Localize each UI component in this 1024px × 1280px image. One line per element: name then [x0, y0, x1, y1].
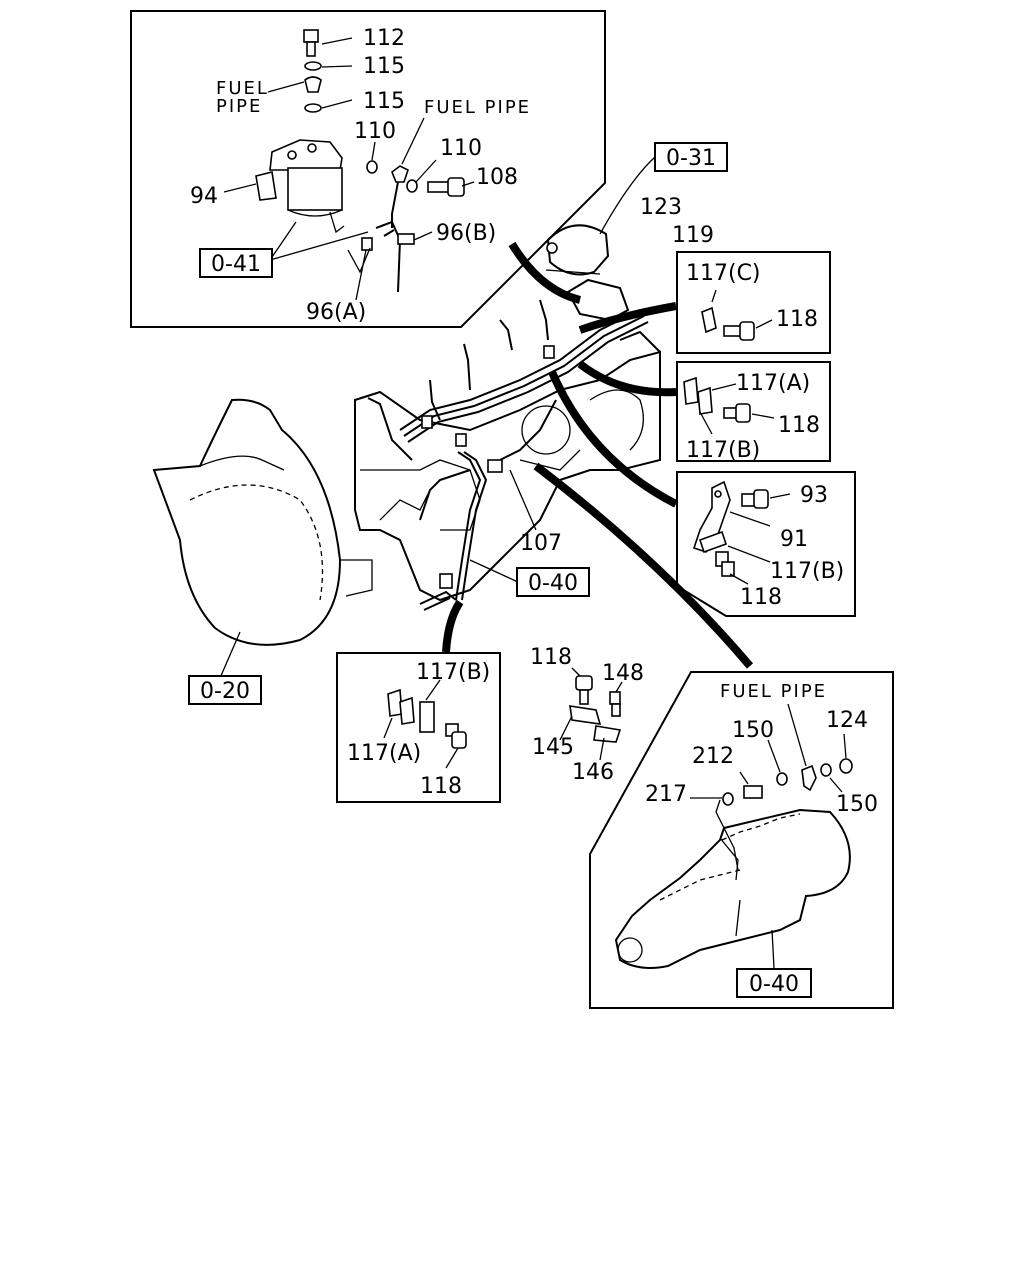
svg-text:0-40: 0-40	[749, 972, 799, 997]
ref-box-0-31: 0-31	[599, 142, 728, 235]
callout-107: 107	[520, 531, 562, 556]
callout-112: 112	[363, 26, 405, 51]
callout-212: 212	[692, 744, 734, 769]
callout-96a: 96(A)	[306, 300, 366, 325]
callout-217: 217	[645, 782, 687, 807]
callout-91: 91	[780, 527, 808, 552]
callout-117b-mid: 117(B)	[770, 559, 844, 584]
note-fuel-pipe-pump: FUEL PIPE	[720, 681, 827, 702]
ref-box-0-41: 0-41	[199, 248, 273, 278]
notes: FUEL PIPE FUEL PIPE FUEL PIPE	[216, 78, 827, 702]
callout-118-c-box: 118	[776, 307, 818, 332]
svg-text:0-41: 0-41	[211, 252, 261, 277]
callout-117b-right: 117(B)	[686, 438, 760, 463]
callout-93: 93	[800, 483, 828, 508]
injection-pump-detail-panel: 0-40	[589, 671, 894, 1009]
callout-117a-left: 117(A)	[347, 741, 421, 766]
callout-146: 146	[572, 760, 614, 785]
callout-110-left: 110	[354, 119, 396, 144]
callout-117c: 117(C)	[686, 261, 761, 286]
callout-115-upper: 115	[363, 54, 405, 79]
clip-117ab-detail-box-left	[336, 652, 501, 803]
callout-118-mid: 118	[740, 585, 782, 610]
note-fuel-pipe-line1: FUEL	[216, 78, 269, 99]
svg-text:0-20: 0-20	[200, 679, 250, 704]
ref-box-0-20: 0-20	[188, 675, 262, 705]
note-fuel-pipe-top: FUEL PIPE	[424, 97, 531, 118]
callout-108: 108	[476, 165, 518, 190]
callout-115-lower: 115	[363, 89, 405, 114]
leader-bands	[442, 241, 754, 669]
ref-box-0-40-main: 0-40	[516, 567, 590, 597]
callout-118-right: 118	[778, 413, 820, 438]
callout-118-left: 118	[420, 774, 462, 799]
callout-94: 94	[190, 184, 218, 209]
fuel-filter-detail-panel	[130, 10, 606, 328]
callout-145: 145	[532, 735, 574, 760]
callout-119: 119	[672, 223, 714, 248]
clip-117c-detail-box	[676, 251, 831, 354]
callout-118-loose: 118	[530, 645, 572, 670]
engine-illustration	[152, 224, 661, 679]
note-fuel-pipe-line2: PIPE	[216, 96, 262, 117]
callout-123: 123	[640, 195, 682, 220]
callout-labels: 112 115 115 110 110 108 94 96(B) 96(A) 1…	[190, 26, 878, 817]
bracket-91-detail-box	[676, 471, 856, 617]
callout-117a-right: 117(A)	[736, 371, 810, 396]
callout-150-lower: 150	[836, 792, 878, 817]
callout-96b: 96(B)	[436, 221, 496, 246]
callout-148: 148	[602, 661, 644, 686]
svg-text:0-31: 0-31	[666, 146, 716, 171]
svg-text:0-40: 0-40	[528, 571, 578, 596]
callout-110-right: 110	[440, 136, 482, 161]
loose-hardware-group	[559, 667, 623, 761]
callout-124: 124	[826, 708, 868, 733]
callout-117b-left: 117(B)	[416, 660, 490, 685]
callout-150-upper: 150	[732, 718, 774, 743]
clip-117ab-detail-box-right	[676, 361, 831, 462]
